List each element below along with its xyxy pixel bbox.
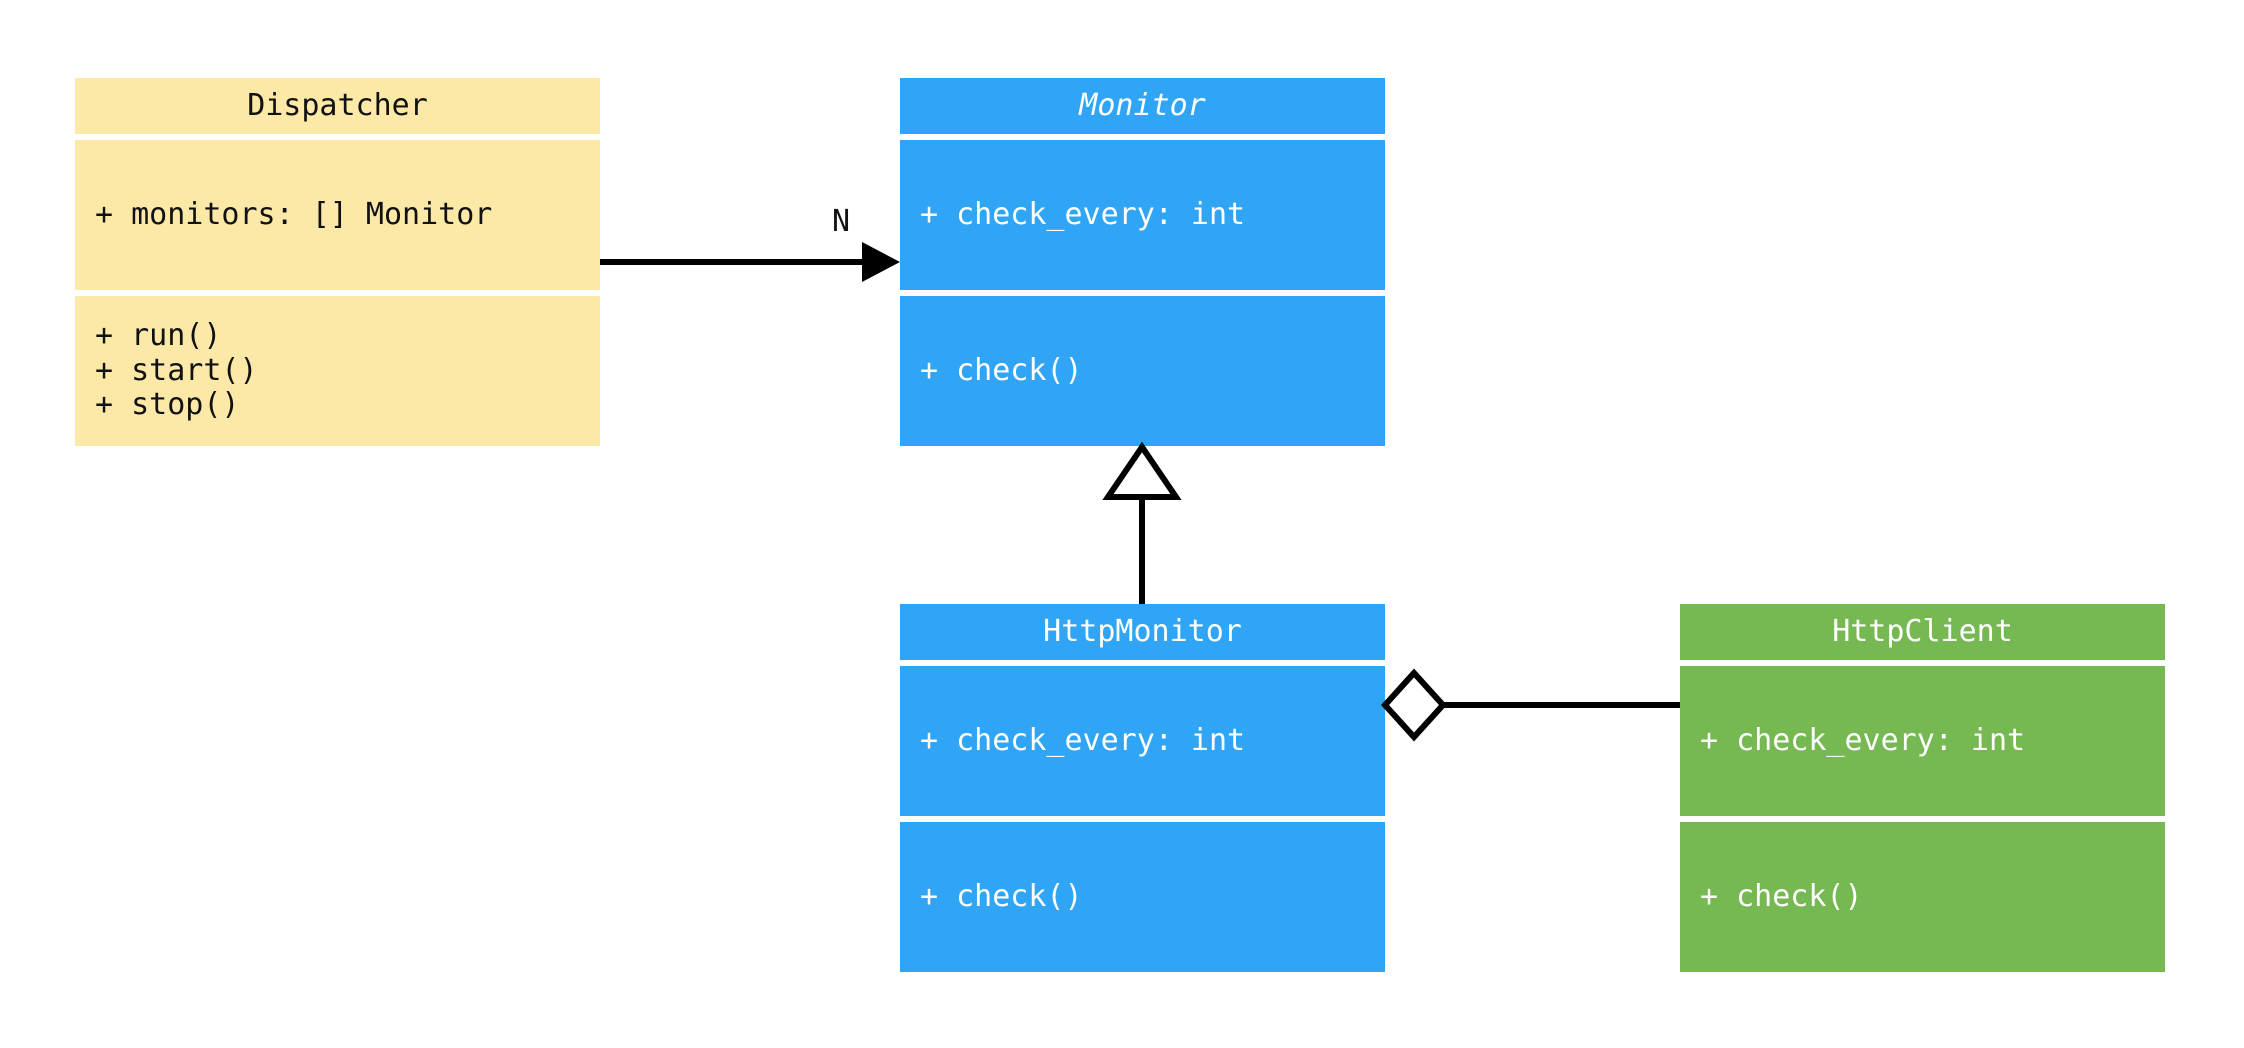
class-operation: + check() — [920, 352, 1083, 388]
class-title-compartment: HttpClient — [1680, 604, 2165, 660]
class-box-httpmonitor[interactable]: HttpMonitor + check_every: int + check() — [900, 604, 1385, 973]
class-box-dispatcher[interactable]: Dispatcher + monitors: [] Monitor + run(… — [75, 78, 600, 447]
class-box-monitor[interactable]: Monitor + check_every: int + check() — [900, 78, 1385, 447]
class-title-compartment: Dispatcher — [75, 78, 600, 134]
class-name-dispatcher: Dispatcher — [247, 88, 428, 123]
filled-triangle-arrowhead-icon — [862, 242, 900, 282]
edge-label-multiplicity: N — [832, 204, 851, 239]
class-box-httpclient[interactable]: HttpClient + check_every: int + check() — [1680, 604, 2165, 973]
class-title-compartment: Monitor — [900, 78, 1385, 134]
class-attributes-compartment: + check_every: int — [900, 666, 1385, 816]
class-operation: + stop() — [95, 387, 240, 423]
class-attribute: + monitors: [] Monitor — [95, 196, 493, 232]
class-operation: + check() — [1700, 878, 1863, 914]
class-attributes-compartment: + monitors: [] Monitor — [75, 140, 600, 290]
class-attribute: + check_every: int — [1700, 722, 2026, 758]
class-attribute: + check_every: int — [920, 196, 1246, 232]
class-attributes-compartment: + check_every: int — [900, 140, 1385, 290]
edge-dispatcher-to-monitor — [600, 242, 900, 282]
class-attribute: + check_every: int — [920, 722, 1246, 758]
class-operations-compartment: + check() — [900, 296, 1385, 446]
class-operations-compartment: + run() + start() + stop() — [75, 296, 600, 446]
class-attributes-compartment: + check_every: int — [1680, 666, 2165, 816]
class-title-compartment: HttpMonitor — [900, 604, 1385, 660]
edge-httpmonitor-to-httpclient — [1380, 668, 1680, 742]
class-operation: + start() — [95, 352, 258, 388]
class-name-httpmonitor: HttpMonitor — [1043, 614, 1242, 649]
class-operations-compartment: + check() — [900, 822, 1385, 972]
class-name-monitor: Monitor — [1079, 88, 1206, 123]
edge-httpmonitor-to-monitor — [1102, 441, 1182, 604]
hollow-triangle-arrowhead-icon — [1102, 441, 1182, 500]
class-name-httpclient: HttpClient — [1832, 614, 2013, 649]
hollow-diamond-aggregation-icon — [1380, 668, 1448, 742]
class-operation: + check() — [920, 878, 1083, 914]
class-operations-compartment: + check() — [1680, 822, 2165, 972]
class-operation: + run() — [95, 318, 222, 354]
